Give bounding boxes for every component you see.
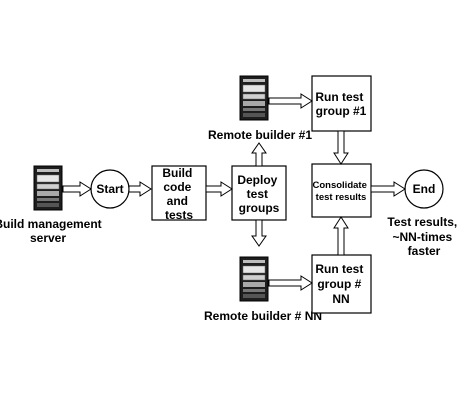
arrow-build-to-deploy bbox=[205, 181, 233, 197]
arrow-deploy-down bbox=[251, 219, 267, 247]
arrow-server-to-start bbox=[62, 181, 92, 197]
build-management-label-line2: server bbox=[30, 231, 66, 245]
deploy-groups-label: Deploy test groups bbox=[237, 173, 280, 215]
build-code-label: Build code and tests bbox=[162, 166, 195, 222]
remote-builder-nn-label: Remote builder # NN bbox=[204, 309, 322, 323]
run-group-1-label: Run test group #1 bbox=[315, 90, 366, 118]
remote-builder-nn-server-icon bbox=[239, 256, 269, 302]
consolidate-box bbox=[311, 163, 372, 218]
arrow-runnn-to-consolidate bbox=[333, 216, 349, 256]
build-code-box bbox=[151, 165, 207, 221]
run-group-nn-label: Run test group # NN bbox=[315, 262, 366, 306]
build-server-icon bbox=[33, 165, 63, 211]
run-group-nn-box bbox=[311, 254, 372, 314]
arrow-deploy-up bbox=[251, 142, 267, 167]
arrow-remotenn-to-runnn bbox=[268, 275, 313, 291]
result-label: Test results, ~NN-times faster bbox=[387, 215, 457, 258]
arrow-consolidate-to-end bbox=[370, 181, 406, 197]
build-management-label-line1: Build management bbox=[0, 217, 102, 231]
remote-builder-1-server-icon bbox=[239, 75, 269, 121]
deploy-groups-box bbox=[231, 165, 287, 221]
arrow-run1-to-consolidate bbox=[333, 130, 349, 165]
remote-builder-1-label: Remote builder #1 bbox=[208, 128, 312, 142]
arrow-start-to-build bbox=[128, 181, 152, 197]
end-label: End bbox=[413, 182, 436, 196]
consolidate-label: Consolidate test results bbox=[312, 180, 369, 203]
run-group-1-box bbox=[311, 75, 372, 132]
start-label: Start bbox=[96, 182, 123, 196]
arrow-remote1-to-run1 bbox=[268, 93, 313, 109]
